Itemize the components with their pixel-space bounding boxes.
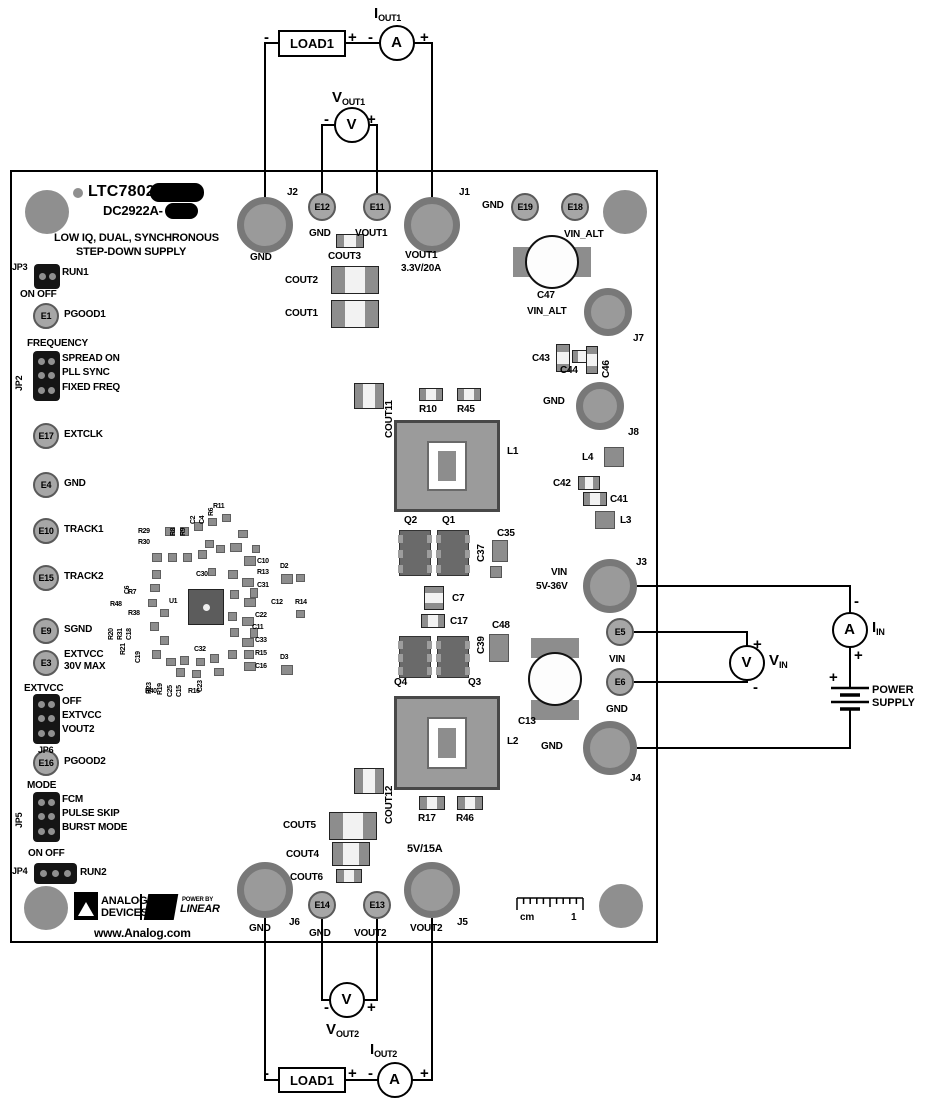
- wire-runs: [264, 42, 851, 1081]
- ruler-scale: [516, 897, 584, 910]
- ruler-ticks: [516, 897, 584, 910]
- battery-icon: [831, 686, 869, 711]
